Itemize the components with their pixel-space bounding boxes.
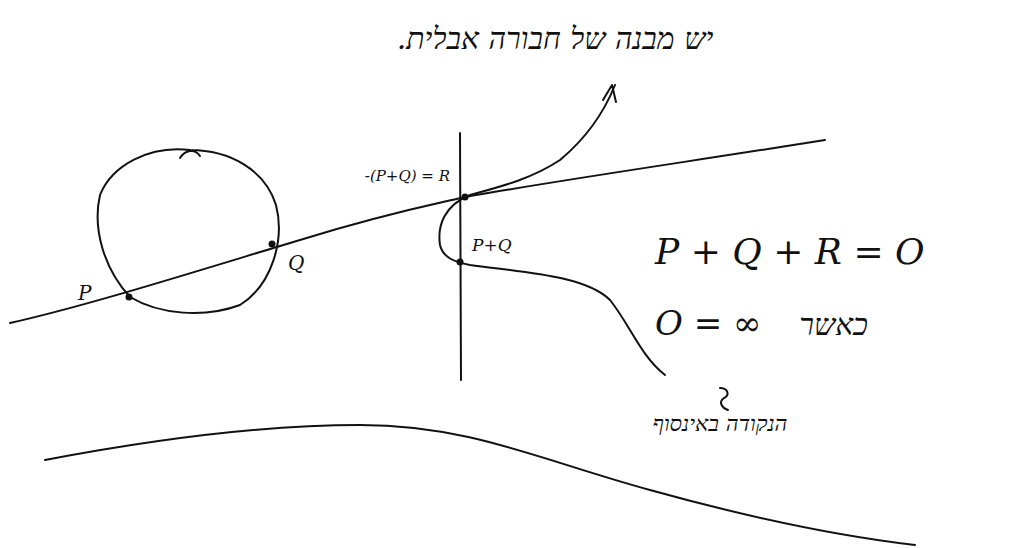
oval	[98, 149, 279, 313]
curve-arrow	[603, 85, 616, 102]
oval-tick	[180, 151, 200, 158]
point-label: Q	[288, 252, 304, 274]
point-label: -(P+Q) = R	[365, 168, 450, 185]
point-label: P	[78, 282, 91, 304]
point-p	[126, 294, 133, 301]
equation: O = ∞	[655, 305, 761, 342]
pointer-mark	[720, 388, 728, 410]
note: הנקודה באינסוף	[653, 412, 788, 436]
heading: יש מבנה של חבורה אבלית.	[397, 22, 714, 55]
point-sum	[457, 259, 464, 266]
elliptic-curve	[439, 85, 665, 375]
point-q	[269, 241, 276, 248]
bottom-wave	[45, 425, 915, 545]
point-label: P+Q	[472, 236, 512, 255]
y-axis	[460, 133, 461, 380]
note: כאשר	[799, 308, 868, 341]
equation: P + Q + R = O	[655, 232, 925, 272]
point-r	[462, 194, 469, 201]
